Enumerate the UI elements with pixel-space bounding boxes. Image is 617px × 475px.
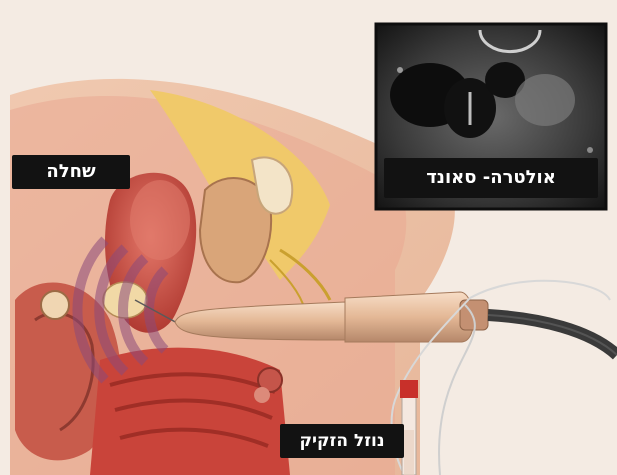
ultrasound-label: אולטרה- סאונד: [384, 158, 598, 198]
ovary-label: שחלה: [12, 155, 130, 189]
follicular-fluid-label: נוזל הזקיק: [280, 424, 404, 458]
